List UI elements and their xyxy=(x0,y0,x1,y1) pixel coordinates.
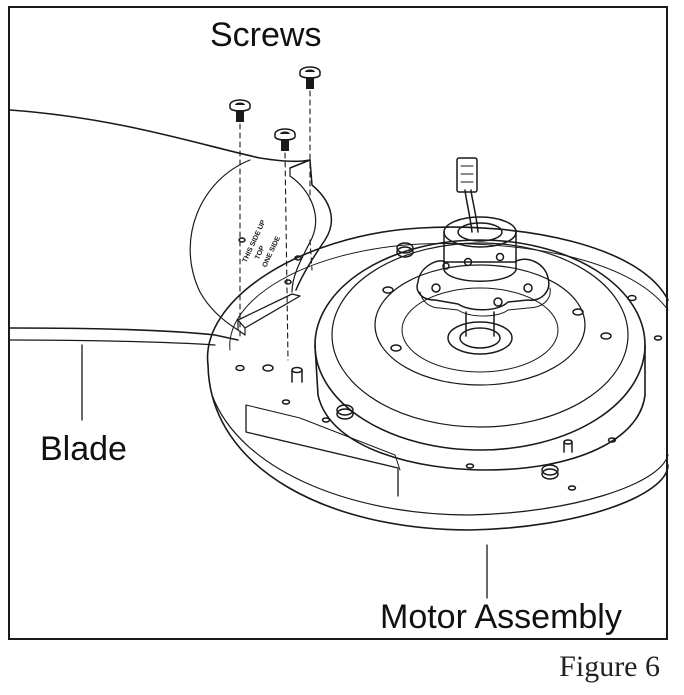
mounting-holes xyxy=(235,242,663,491)
screws xyxy=(229,66,321,361)
screw-alignment-lines xyxy=(239,90,313,361)
figure-caption: Figure 6 xyxy=(559,650,660,683)
screw-left xyxy=(229,99,251,122)
screws-label: Screws xyxy=(210,16,322,54)
screw-middle xyxy=(274,128,296,151)
blade-label: Blade xyxy=(40,430,127,468)
motor-assembly xyxy=(206,157,669,531)
motor-assembly-label: Motor Assembly xyxy=(380,598,622,636)
blade: THIS SIDE UP TOP ONE SIDE xyxy=(9,109,333,346)
screw-right xyxy=(299,66,321,89)
figure-frame xyxy=(8,6,668,640)
